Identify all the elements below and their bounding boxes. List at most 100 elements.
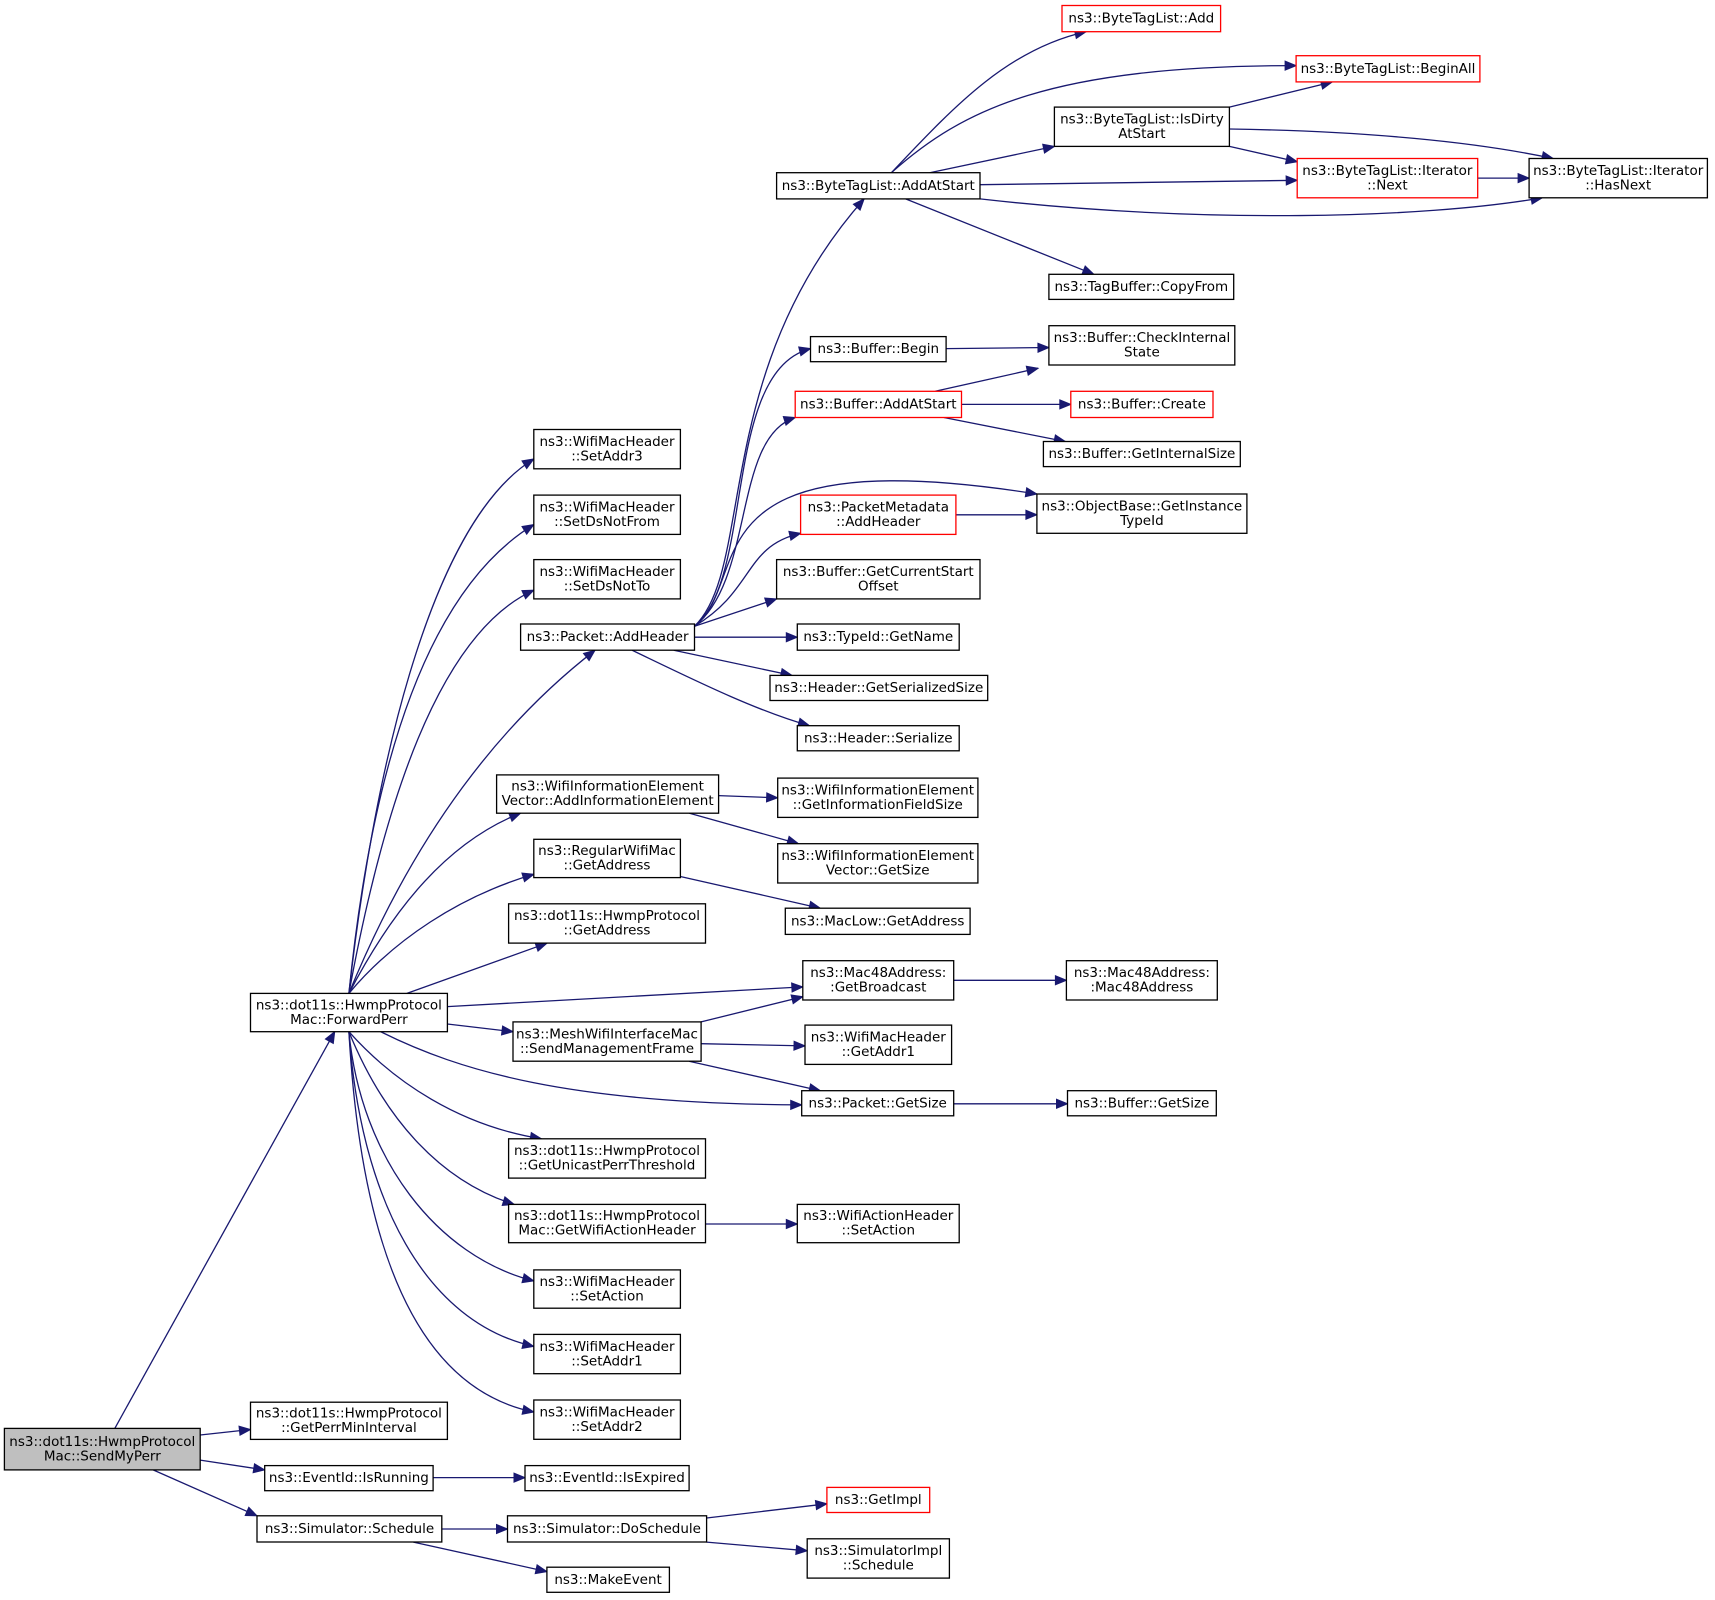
edge-addheader-to-pmaddheader xyxy=(694,530,802,627)
node-wifiactionsetaction[interactable]: ns3::WifiActionHeader::SetAction xyxy=(796,1203,960,1244)
arrowhead-icon xyxy=(521,523,535,536)
node-isexpired[interactable]: ns3::EventId::IsExpired xyxy=(524,1464,690,1492)
arrowhead-icon xyxy=(496,1523,509,1535)
edge-bufferaddatstart-to-buffercreate xyxy=(961,399,1073,410)
node-label: ::SetAddr2 xyxy=(571,1419,643,1435)
edge-packetgetsize-to-buffergetsize xyxy=(953,1098,1069,1110)
node-pmaddheader[interactable]: ns3::PacketMetadata::AddHeader xyxy=(799,494,957,536)
node-bufferaddatstart[interactable]: ns3::Buffer::AddAtStart xyxy=(794,390,963,419)
node-maclowgetaddr[interactable]: ns3::MacLow::GetAddress xyxy=(784,907,971,936)
edge-line xyxy=(694,480,1038,627)
node-getinfofieldsize[interactable]: ns3::WifiInformationElement::GetInformat… xyxy=(777,777,979,819)
arrowhead-icon xyxy=(513,1472,527,1483)
node-label: ns3::EventId::IsRunning xyxy=(269,1470,429,1486)
node-label: ns3::Mac48Address: xyxy=(810,965,946,981)
node-addheader[interactable]: ns3::Packet::AddHeader xyxy=(519,623,696,651)
node-btlhasnext[interactable]: ns3::ByteTagList::Iterator::HasNext xyxy=(1528,157,1709,199)
node-buffergetsize[interactable]: ns3::Buffer::GetSize xyxy=(1066,1090,1217,1117)
edge-isrunning-to-isexpired xyxy=(433,1472,527,1483)
node-mac48addr[interactable]: ns3::Mac48Address::Mac48Address xyxy=(1065,960,1218,1001)
node-label: ns3::Simulator::Schedule xyxy=(265,1521,434,1537)
arrowhead-icon xyxy=(521,872,536,883)
node-box xyxy=(796,1203,960,1244)
node-hwmpgetaddr[interactable]: ns3::dot11s::HwmpProtocol::GetAddress xyxy=(507,903,707,944)
node-label: ::GetPerrMinInterval xyxy=(281,1420,417,1436)
node-bytetagaddatstart[interactable]: ns3::ByteTagList::AddAtStart xyxy=(775,172,981,200)
node-tagbuffercopy[interactable]: ns3::TagBuffer::CopyFrom xyxy=(1048,273,1235,301)
node-getwifiaction[interactable]: ns3::dot11s::HwmpProtocolMac::GetWifiAct… xyxy=(507,1203,707,1244)
node-sendmgmt[interactable]: ns3::MeshWifiInterfaceMac::SendManagemen… xyxy=(512,1021,702,1062)
node-label: ns3::WifiInformationElement xyxy=(781,848,974,864)
edge-forwardperr-to-setaddr3 xyxy=(348,458,535,994)
node-schedule[interactable]: ns3::Simulator::Schedule xyxy=(256,1515,443,1543)
node-box xyxy=(512,1021,702,1062)
node-label: ::GetUnicastPerrThreshold xyxy=(519,1158,696,1174)
node-wievecgetsize[interactable]: ns3::WifiInformationElementVector::GetSi… xyxy=(777,843,979,884)
node-regulargetaddr[interactable]: ns3::RegularWifiMac::GetAddress xyxy=(533,838,682,879)
node-btlbeginall[interactable]: ns3::ByteTagList::BeginAll xyxy=(1295,55,1481,83)
node-getaddr1[interactable]: ns3::WifiMacHeader::GetAddr1 xyxy=(804,1024,953,1066)
node-box xyxy=(533,494,682,536)
node-label: ::Next xyxy=(1367,177,1408,193)
node-bufferbegin[interactable]: ns3::Buffer::Begin xyxy=(809,335,947,363)
node-getimpl[interactable]: ns3::GetImpl xyxy=(826,1486,931,1514)
edge-forwardperr-to-packetgetsize xyxy=(380,1031,804,1111)
node-makeevent[interactable]: ns3::MakeEvent xyxy=(546,1566,671,1593)
node-getunicastperr[interactable]: ns3::dot11s::HwmpProtocol::GetUnicastPer… xyxy=(507,1138,707,1179)
node-label: ns3::TagBuffer::CopyFrom xyxy=(1054,279,1228,295)
arrowhead-icon xyxy=(788,530,802,542)
node-forwardperr[interactable]: ns3::dot11s::HwmpProtocolMac::ForwardPer… xyxy=(249,992,449,1033)
node-box xyxy=(796,725,960,752)
node-label: Mac::SendMyPerr xyxy=(44,1448,161,1464)
node-btladd[interactable]: ns3::ByteTagList::Add xyxy=(1061,4,1222,33)
node-addinfoelem[interactable]: ns3::WifiInformationElementVector::AddIn… xyxy=(495,774,720,814)
node-setdsnotto[interactable]: ns3::WifiMacHeader::SetDsNotTo xyxy=(533,558,682,600)
edge-root-to-schedule xyxy=(152,1469,259,1517)
edge-root-to-isrunning xyxy=(200,1459,267,1474)
node-headergetser[interactable]: ns3::Header::GetSerializedSize xyxy=(769,674,989,702)
node-label: ns3::PacketMetadata xyxy=(808,500,949,516)
node-getbroadcast[interactable]: ns3::Mac48Address::GetBroadcast xyxy=(802,960,955,1001)
edge-line xyxy=(700,996,803,1023)
node-typeidgetname[interactable]: ns3::TypeId::GetName xyxy=(796,623,960,651)
node-box xyxy=(507,1203,707,1244)
node-label: ::SetAddr1 xyxy=(571,1353,643,1369)
node-simimplschedule[interactable]: ns3::SimulatorImpl::Schedule xyxy=(806,1538,951,1579)
node-setaddr2[interactable]: ns3::WifiMacHeader::SetAddr2 xyxy=(533,1399,682,1440)
edge-line xyxy=(890,64,1297,174)
node-isrunning[interactable]: ns3::EventId::IsRunning xyxy=(264,1464,434,1492)
node-box xyxy=(495,774,720,814)
node-doschedule[interactable]: ns3::Simulator::DoSchedule xyxy=(506,1515,708,1543)
edge-forwardperr-to-setdsnotto xyxy=(348,589,536,994)
node-label: ns3::WifiMacHeader xyxy=(539,1274,675,1290)
node-setaddr1[interactable]: ns3::WifiMacHeader::SetAddr1 xyxy=(533,1333,682,1375)
node-getperrmin[interactable]: ns3::dot11s::HwmpProtocol::GetPerrMinInt… xyxy=(249,1401,449,1441)
node-setaction[interactable]: ns3::WifiMacHeader::SetAction xyxy=(533,1269,682,1309)
node-setaddr3[interactable]: ns3::WifiMacHeader::SetAddr3 xyxy=(533,428,682,470)
node-btliternext[interactable]: ns3::ByteTagList::Iterator::Next xyxy=(1296,157,1479,199)
edge-forwardperr-to-getwifiaction xyxy=(348,1031,516,1206)
arrowhead-icon xyxy=(534,1563,549,1575)
arrowhead-icon xyxy=(1025,509,1039,521)
edge-getbroadcast-to-mac48addr xyxy=(953,975,1068,986)
edge-line xyxy=(631,649,810,727)
node-label: ns3::WifiMacHeader xyxy=(539,564,675,580)
edge-forwardperr-to-setaddr1 xyxy=(348,1031,536,1350)
node-box xyxy=(507,903,707,944)
node-box xyxy=(506,1515,708,1543)
node-buffercreate[interactable]: ns3::Buffer::Create xyxy=(1070,390,1214,419)
node-label: ::GetAddress xyxy=(564,923,651,939)
node-packetgetsize[interactable]: ns3::Packet::GetSize xyxy=(801,1090,955,1117)
edge-forwardperr-to-addheader xyxy=(348,649,597,994)
edge-line xyxy=(447,986,803,1008)
node-headerserialize[interactable]: ns3::Header::Serialize xyxy=(796,725,960,752)
edge-bytetagaddatstart-to-btlbeginall xyxy=(890,60,1298,174)
node-getinternalsize[interactable]: ns3::Buffer::GetInternalSize xyxy=(1042,440,1241,468)
arrowhead-icon xyxy=(521,589,536,600)
node-setdsnotfrom[interactable]: ns3::WifiMacHeader::SetDsNotFrom xyxy=(533,494,682,536)
